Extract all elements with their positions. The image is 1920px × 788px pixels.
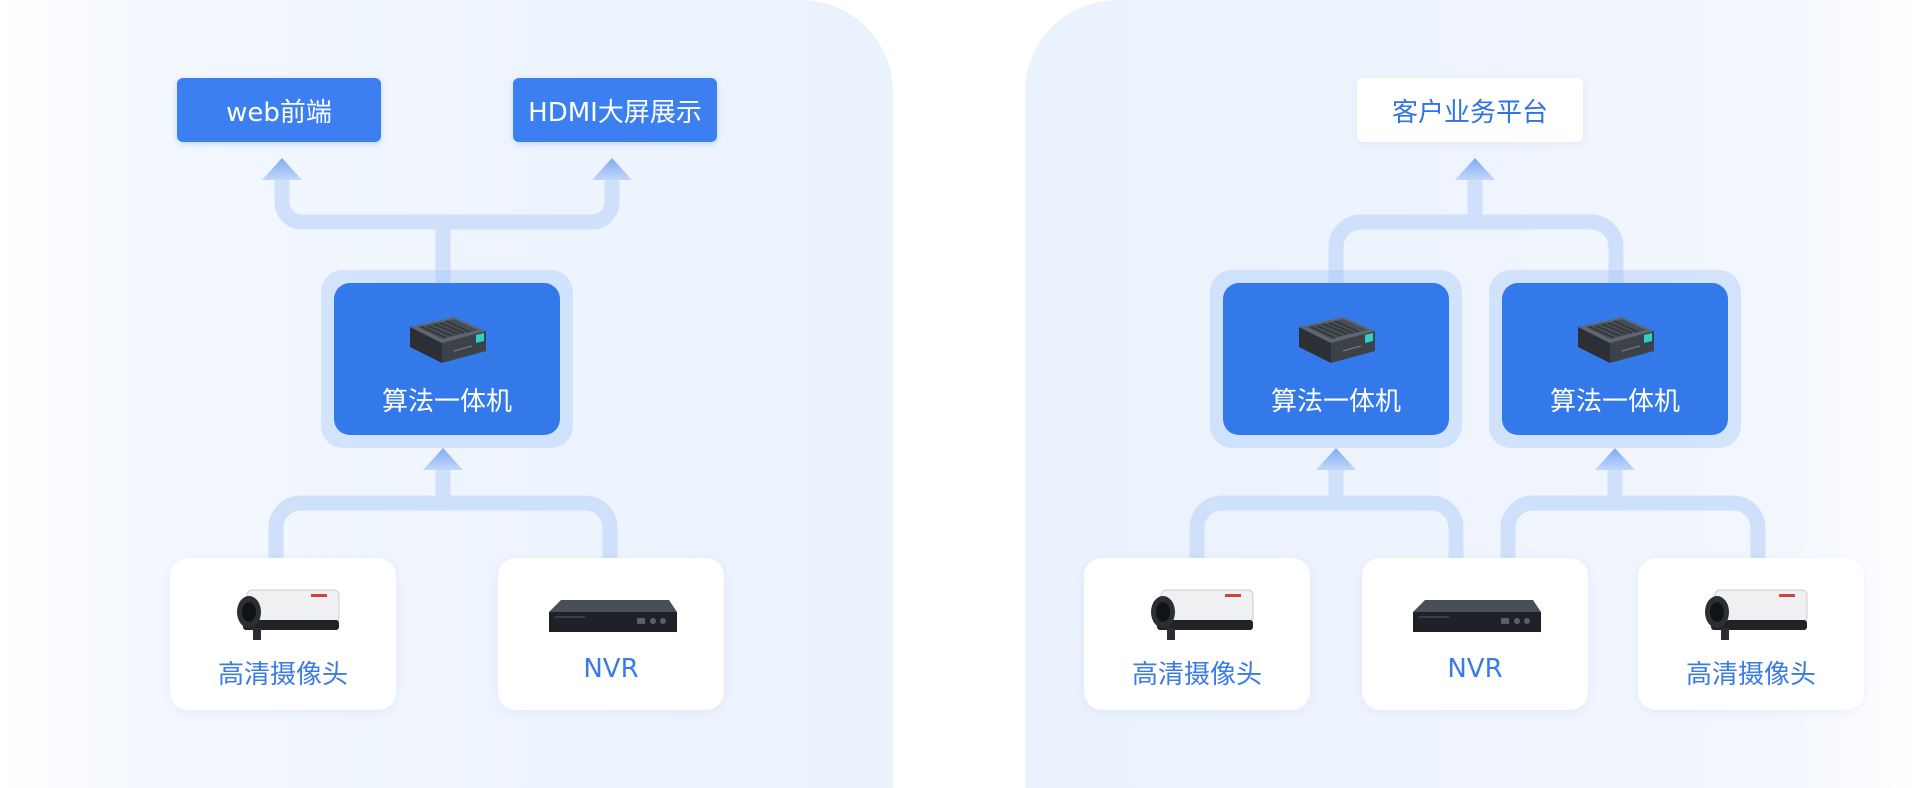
source-label: 高清摄像头 <box>1685 660 1816 690</box>
source-hd-camera-card: 高清摄像头 <box>170 558 396 710</box>
algorithm-box-card: 算法一体机 <box>1502 283 1728 435</box>
arrow-up-icon <box>423 448 463 470</box>
right-hubs-to-output-connector <box>1328 180 1624 283</box>
left-sources-to-hub-connector <box>268 470 618 560</box>
arrow-up-icon <box>262 158 302 180</box>
output-hdmi-display: HDMI大屏展示 <box>513 78 717 142</box>
source-hd-camera-card: 高清摄像头 <box>1084 558 1310 710</box>
ai-box-icon <box>1578 317 1654 363</box>
ai-box-icon <box>1299 317 1375 363</box>
nvr-recorder-icon <box>549 600 677 632</box>
output-web-frontend: web前端 <box>177 78 381 142</box>
bullet-camera-icon <box>237 589 340 640</box>
output-label: web前端 <box>226 97 332 128</box>
arrow-up-icon <box>1595 448 1635 470</box>
hub-label: 算法一体机 <box>1270 387 1401 417</box>
output-customer-platform: 客户业务平台 <box>1357 78 1583 142</box>
source-nvr-card: NVR <box>498 558 724 710</box>
arrow-up-icon <box>1316 448 1356 470</box>
source-hd-camera-card: 高清摄像头 <box>1638 558 1864 710</box>
source-label: NVR <box>1447 654 1503 684</box>
source-label: 高清摄像头 <box>1131 660 1262 690</box>
right-sources-to-hub1-connector <box>1189 470 1464 560</box>
left-hub-to-outputs-connector <box>274 180 620 283</box>
nvr-recorder-icon <box>1413 600 1541 632</box>
source-nvr-card: NVR <box>1362 558 1588 710</box>
arrow-up-icon <box>1455 158 1495 180</box>
output-label: HDMI大屏展示 <box>528 97 702 128</box>
bullet-camera-icon <box>1705 589 1808 640</box>
algorithm-box-card: 算法一体机 <box>1223 283 1449 435</box>
hub-label: 算法一体机 <box>1549 387 1680 417</box>
algorithm-box-card: 算法一体机 <box>334 283 560 435</box>
source-label: NVR <box>583 654 639 684</box>
hub-label: 算法一体机 <box>381 387 512 417</box>
bullet-camera-icon <box>1151 589 1254 640</box>
arrow-up-icon <box>592 158 632 180</box>
right-sources-to-hub2-connector <box>1500 470 1766 560</box>
source-label: 高清摄像头 <box>217 660 348 690</box>
ai-box-icon <box>410 317 486 363</box>
output-label: 客户业务平台 <box>1391 97 1548 128</box>
